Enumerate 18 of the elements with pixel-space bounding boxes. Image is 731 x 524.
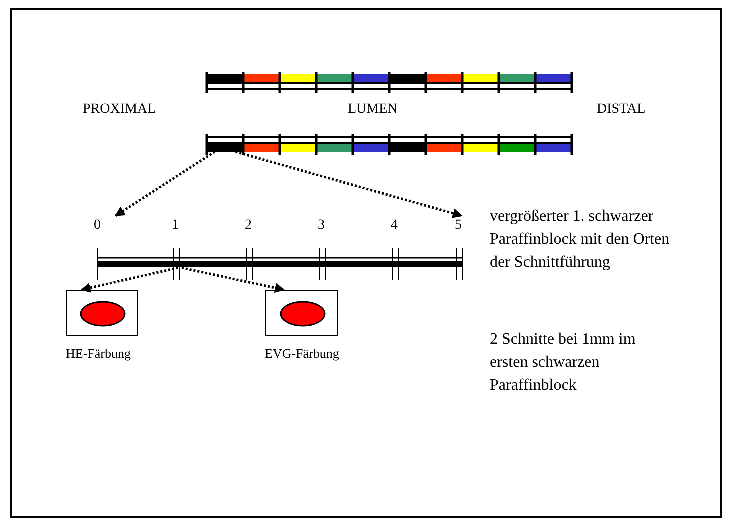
dotted-arrow — [235, 150, 463, 218]
stain-caption: HE-Färbung — [66, 346, 131, 362]
scale-number: 0 — [94, 218, 101, 234]
dotted-arrow — [182, 266, 286, 293]
scale-number: 4 — [391, 218, 398, 234]
region-label: PROXIMAL — [83, 102, 156, 118]
scale-number: 3 — [318, 218, 325, 234]
region-label: DISTAL — [597, 102, 646, 118]
description-text: 2 Schnitte bei 1mm im ersten schwarzen Paraffinblock — [490, 330, 637, 396]
dotted-arrow — [80, 266, 178, 293]
scale-number: 2 — [245, 218, 252, 234]
scale-number: 1 — [172, 218, 179, 234]
stain-caption: EVG-Färbung — [265, 346, 340, 362]
region-label: LUMEN — [348, 102, 398, 118]
description-text: vergrößerter 1. schwarzer Paraffinblock mit den Orten der Schnittführung — [490, 207, 671, 273]
scale-number: 5 — [455, 218, 462, 234]
paraffin-block — [207, 144, 243, 152]
dotted-arrow — [114, 150, 216, 218]
